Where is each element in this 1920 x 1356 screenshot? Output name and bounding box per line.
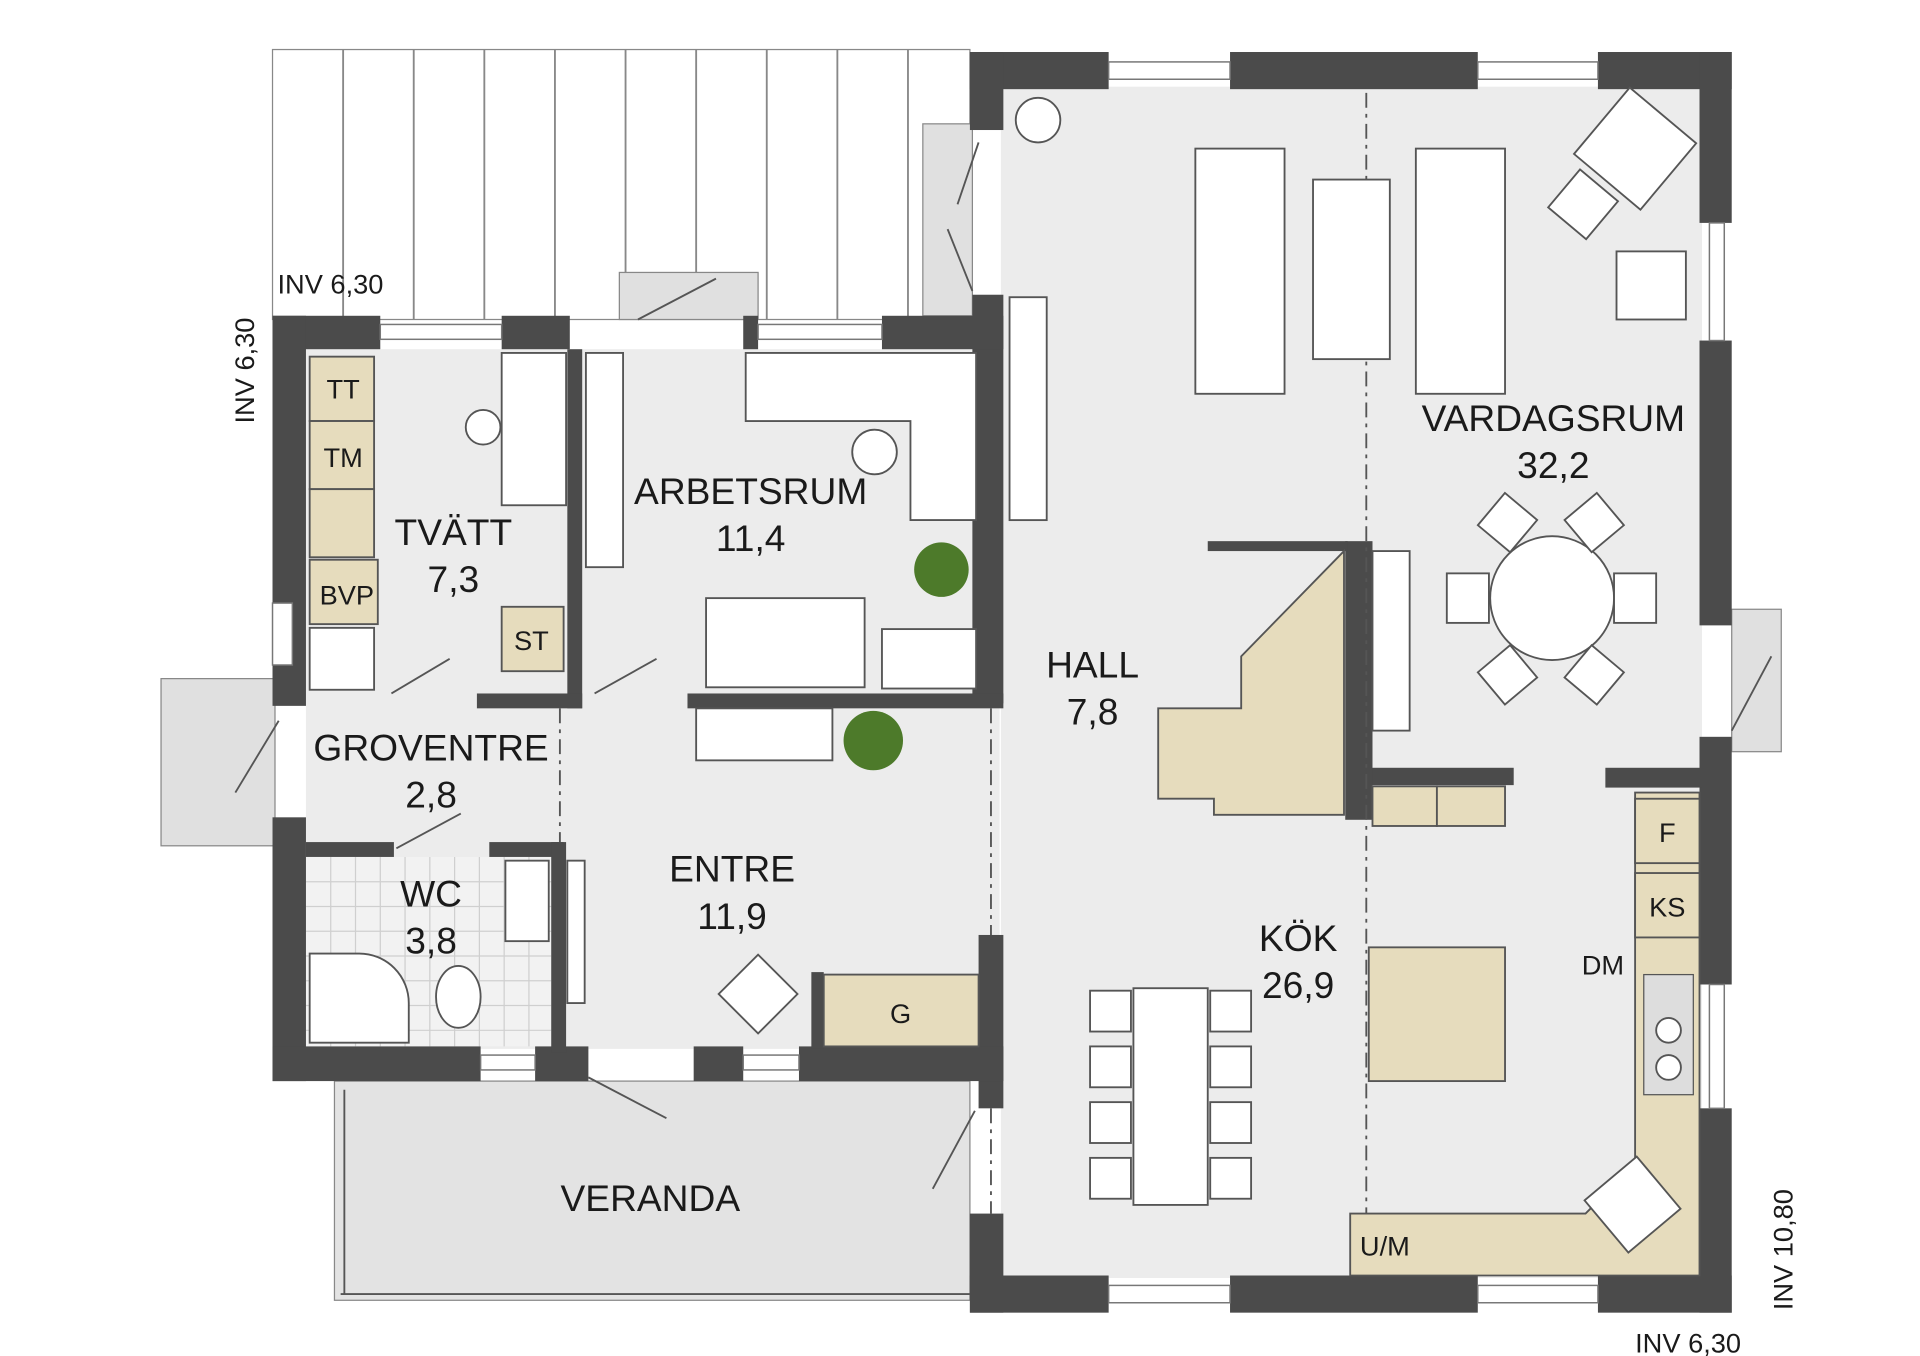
- room-area-wc: 3,8: [405, 920, 457, 962]
- room-area-tvatt: 7,3: [428, 558, 480, 600]
- chair: [717, 953, 799, 1035]
- room-name-kok: KÖK: [1259, 917, 1338, 959]
- deck: [271, 48, 974, 321]
- room-name-wc: WC: [400, 872, 462, 914]
- room-name-vardagsrum: VARDAGSRUM: [1422, 397, 1685, 439]
- windows: [271, 61, 1726, 1304]
- room-area-entre: 11,9: [697, 895, 767, 937]
- room-area-kok: 26,9: [1262, 964, 1334, 1006]
- dimension-bottom-right: INV 6,30: [1635, 1327, 1741, 1356]
- coffee-table: [1312, 178, 1391, 361]
- kitchen-island: [1367, 946, 1506, 1083]
- room-area-vardagsrum: 32,2: [1517, 444, 1589, 486]
- heat-pump: [308, 558, 379, 626]
- sofa: [1414, 147, 1506, 395]
- room-area-arbetsrum: 11,4: [716, 517, 786, 559]
- room-name-hall: HALL: [1046, 643, 1139, 685]
- cabinet: [308, 488, 376, 559]
- room-area-hall: 7,8: [1067, 690, 1119, 732]
- side-step-right: [1731, 608, 1782, 753]
- label-tt: TT: [326, 374, 360, 405]
- room-name-entre: ENTRE: [669, 848, 795, 890]
- tumble-dryer: [308, 355, 376, 422]
- room-name-veranda: VERANDA: [561, 1177, 741, 1219]
- room-name-groventre: GROVENTRE: [313, 726, 548, 768]
- plant-icon: [843, 710, 904, 771]
- label-um: U/M: [1360, 1231, 1410, 1262]
- stove-icon: [1583, 1155, 1682, 1254]
- fridge: [1634, 797, 1701, 865]
- walls: [272, 52, 1732, 1313]
- room-labels: TVÄTT 7,3 ARBETSRUM 11,4 GROVENTRE 2,8 W…: [313, 397, 1685, 1219]
- freezer: [1634, 872, 1701, 939]
- shower: [308, 952, 410, 1044]
- desk: [744, 352, 978, 522]
- room-name-arbetsrum: ARBETSRUM: [634, 470, 867, 512]
- appliance-labels: TT TM BVP ST G F KS DM U/M: [320, 374, 1686, 1262]
- dimension-left: INV 6,30: [229, 318, 260, 424]
- label-f: F: [1659, 817, 1676, 848]
- washing-machine: [308, 420, 376, 491]
- side-entrance-step: [160, 678, 276, 847]
- toilet: [435, 964, 482, 1029]
- label-bvp: BVP: [320, 579, 375, 610]
- sofa: [1194, 147, 1286, 395]
- dimension-labels: INV 6,30 INV 6,30 INV 6,30 INV 10,80: [229, 268, 1798, 1356]
- label-tm: TM: [323, 442, 362, 473]
- room-area-groventre: 2,8: [405, 773, 457, 815]
- dining-table: [1489, 535, 1615, 661]
- staircase: [1157, 548, 1345, 816]
- drying-cabinet: [500, 605, 565, 673]
- label-ks: KS: [1649, 891, 1685, 922]
- wardrobe: [822, 973, 980, 1048]
- room-name-tvatt: TVÄTT: [395, 511, 513, 553]
- dimension-top-left: INV 6,30: [277, 268, 383, 299]
- sink: [504, 859, 550, 943]
- door-swings: [234, 142, 1773, 1190]
- sofa: [705, 597, 866, 689]
- dining-table: [1132, 987, 1209, 1206]
- label-g: G: [890, 998, 911, 1029]
- veranda-floor: [333, 1080, 971, 1301]
- plant-icon: [914, 542, 969, 597]
- label-dm: DM: [1582, 950, 1624, 981]
- dimension-right: INV 10,80: [1767, 1189, 1798, 1310]
- label-st: ST: [514, 625, 549, 656]
- armchair: [1572, 86, 1698, 211]
